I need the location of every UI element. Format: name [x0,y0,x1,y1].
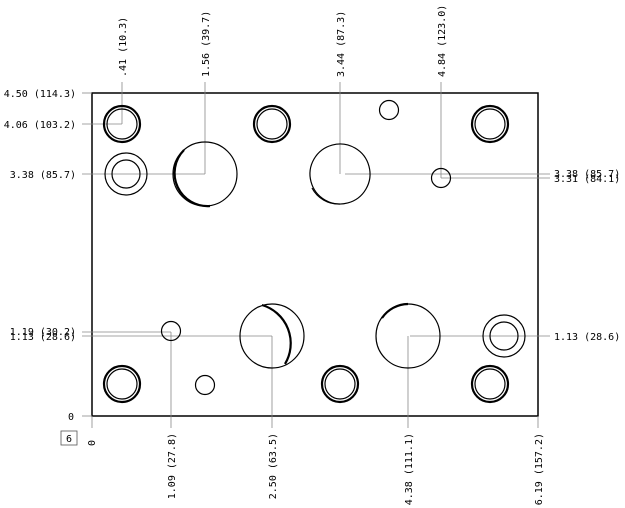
counterbore-port [104,152,148,196]
bolt-hole [252,104,292,144]
top-dim-label: 4.84 (123.0) [437,5,448,77]
counterbore-port-inner [489,321,519,351]
right-dim-label: 3.38 (85.7) [554,169,620,180]
main-port-edge [173,149,211,208]
plate-outline [91,92,539,417]
locating-hole [160,320,182,342]
main-port-edge [261,303,292,365]
locating-hole [430,167,452,189]
bottom-dim-label: 2.50 (63.5) [268,433,279,499]
view-tag-box [60,430,78,446]
bolt-hole [470,364,510,404]
bolt-hole-inner [256,108,288,140]
top-dim-label: .41 (10.3) [118,17,129,77]
bottom-dim-label: 1.09 (27.8) [167,433,178,499]
bolt-hole [470,104,510,144]
counterbore-port [482,314,526,358]
locating-hole [194,374,216,396]
bolt-hole-inner [106,108,138,140]
left-dim-label: 4.06 (103.2) [4,120,76,131]
view-tag: 6 [66,434,72,445]
bottom-dim-label: 4.38 (111.1) [404,433,415,505]
bolt-hole [320,364,360,404]
main-port-edge [381,302,409,319]
main-port [239,303,305,369]
top-dim-label: 3.44 (87.3) [336,11,347,77]
left-dim-label: 4.50 (114.3) [4,89,76,100]
dimension-lines [82,82,550,428]
top-dim-label: 1.56 (39.7) [201,11,212,77]
right-dim-label: 3.31 (84.1) [554,174,620,185]
bolt-hole-inner [324,368,356,400]
bolt-hole-inner [474,368,506,400]
ports [102,99,526,404]
counterbore-port-inner [111,159,141,189]
bolt-hole [102,364,142,404]
bolt-hole [102,104,142,144]
main-port [309,143,371,205]
right-dim-label: 1.13 (28.6) [554,332,620,343]
bolt-hole-inner [474,108,506,140]
origin-x-label: 0 [87,440,98,446]
origin-y-label: 0 [68,412,74,423]
locating-hole [378,99,400,121]
left-dim-label: 1.19 (30.2) [10,327,76,338]
bottom-dim-label: 6.19 (157.2) [534,433,545,505]
left-dim-label: 3.38 (85.7) [10,170,76,181]
main-port-edge [311,187,341,205]
left-dim-label: 1.13 (28.6) [10,332,76,343]
bolt-hole-inner [106,368,138,400]
